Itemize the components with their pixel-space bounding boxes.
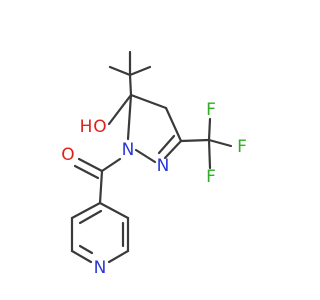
bond-cf3-f3	[207, 138, 212, 170]
bond-py-inner-c	[78, 244, 94, 255]
atom-label-hydroxyl-h: H	[80, 117, 93, 137]
bond-c4-c3	[164, 106, 183, 143]
atom-label-fluorine-3: F	[206, 167, 216, 187]
pyrazoline-ring	[126, 93, 183, 164]
bond-carbonyl-pyridine	[98, 169, 104, 205]
bond-c5-oh	[107, 93, 133, 126]
atom-label-carbonyl-o: O	[61, 145, 74, 165]
bond-py-c4-c3	[98, 201, 130, 220]
atom-label-ring-n2: N	[157, 156, 170, 176]
bond-carbonyl-double-b	[73, 164, 100, 180]
atom-label-fluorine-1: F	[206, 100, 216, 120]
atom-label-pyridine-n: N	[94, 258, 107, 278]
bond-py-inner-b	[78, 209, 103, 225]
bond-cf3-f1	[207, 117, 212, 142]
carbonyl-group	[73, 157, 122, 205]
atom-label-hydroxyl-o: O	[93, 117, 106, 137]
bond-n1-c5	[126, 93, 133, 141]
bond-py-n-c6	[70, 249, 93, 264]
bond-c3-n2-b	[157, 134, 176, 155]
bond-c3-cf3	[179, 138, 211, 143]
bond-carbonyl-double-a	[77, 157, 104, 173]
molecule-canvas: H O N N O N F F F	[61, 50, 247, 278]
bond-py-c2-n	[107, 249, 130, 264]
trifluoromethyl-group	[179, 117, 233, 170]
bond-c5-quaternary	[128, 73, 133, 97]
bond-quaternary-methyl-left	[108, 65, 132, 77]
bond-c5-c4	[129, 93, 168, 110]
bond-c3-n2-a	[163, 139, 183, 160]
atom-label-ring-n1: N	[122, 140, 135, 160]
pyridine-ring	[70, 201, 130, 264]
bond-quaternary-methyl-right	[128, 65, 152, 77]
tert-butyl-group	[108, 50, 152, 97]
atom-label-fluorine-2: F	[237, 137, 247, 157]
bond-py-c5-c4	[70, 201, 102, 220]
bond-n1-carbonyl-c	[100, 157, 122, 173]
molecule-structure: H O N N O N F F F	[61, 50, 247, 278]
bond-n2-n1	[134, 148, 157, 164]
bond-cf3-f2	[207, 138, 233, 148]
